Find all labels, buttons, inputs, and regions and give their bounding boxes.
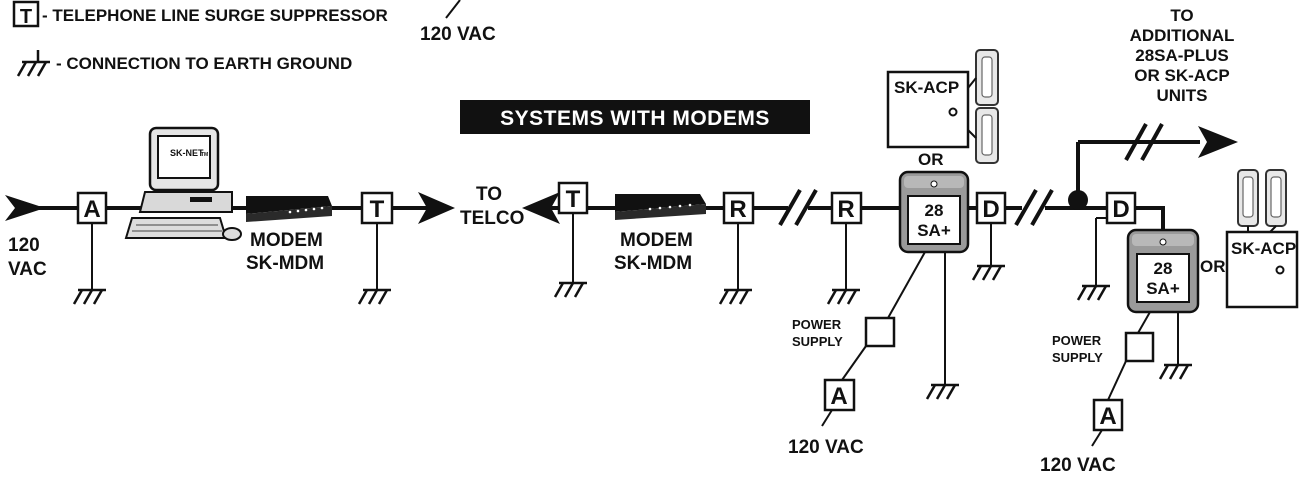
power-supply-2: POWER SUPPLY A 120 VAC [1040, 311, 1194, 476]
unit-28sa-2: 28 SA+ OR [1126, 228, 1226, 314]
suppressor-d-1: D [971, 191, 1007, 282]
sk-acp-top: SK-ACP OR [886, 49, 999, 169]
computer-screen-text: SK-NET [170, 148, 204, 158]
legend-suppressor-text: - TELEPHONE LINE SURGE SUPPRESSOR [42, 6, 388, 25]
power2-line1: POWER [1052, 333, 1102, 348]
left-ac-line2: VAC [8, 259, 47, 280]
svg-text:A: A [83, 196, 100, 223]
ac-label-2: 120 VAC [1040, 455, 1116, 476]
or-top: OR [918, 150, 944, 169]
ac-label-1: 120 VAC [788, 437, 864, 458]
unit-28sa-1: 28 SA+ [898, 170, 970, 254]
ground-icon [1158, 363, 1194, 381]
unit2-label-line2: SA+ [1146, 279, 1180, 298]
legend: T - TELEPHONE LINE SURGE SUPPRESSOR - CO… [12, 0, 496, 78]
sk-acp-right-label: SK-ACP [1231, 239, 1296, 258]
modem1-label-line2: SK-MDM [246, 253, 324, 274]
svg-text:UNITS: UNITS [1157, 86, 1208, 105]
ground-icon [1076, 284, 1112, 302]
suppressor-d-2: D [1076, 191, 1137, 302]
unit1-label-line1: 28 [925, 201, 944, 220]
legend-suppressor-box [12, 0, 40, 28]
left-ac-line1: 120 [8, 235, 40, 256]
svg-text:ADDITIONAL: ADDITIONAL [1130, 26, 1235, 45]
svg-text:D: D [1112, 196, 1129, 223]
telco-arrow-left-icon [522, 192, 560, 224]
svg-text:R: R [837, 196, 854, 223]
junction-dot [1068, 190, 1088, 210]
legend-suppressor-letter: T [20, 6, 32, 28]
ground-icon [925, 383, 961, 401]
power1-line2: SUPPLY [792, 334, 843, 349]
legend-ground-icon [16, 60, 52, 78]
unit1-label-line2: SA+ [917, 221, 951, 240]
ground-icon [826, 288, 862, 306]
telco-line1: TO [476, 184, 502, 205]
svg-text:TM: TM [201, 152, 208, 158]
legend-ground-text: - CONNECTION TO EARTH GROUND [56, 54, 352, 73]
modem2-label-line2: SK-MDM [614, 253, 692, 274]
suppressor-t-right: T [553, 181, 589, 299]
svg-text:T: T [566, 186, 581, 213]
svg-text:A: A [830, 383, 847, 410]
ground-icon [553, 281, 589, 299]
svg-text:28SA-PLUS: 28SA-PLUS [1135, 46, 1229, 65]
unit2-label-line1: 28 [1154, 259, 1173, 278]
legend-top-ac: 120 VAC [420, 24, 496, 45]
ground-icon [971, 264, 1007, 282]
sk-acp-top-label: SK-ACP [894, 78, 959, 97]
svg-text:R: R [729, 196, 746, 223]
modem-1: MODEM SK-MDM [246, 196, 332, 274]
additional-units-label: TO ADDITIONAL 28SA-PLUS OR SK-ACP UNITS [1130, 6, 1235, 105]
computer-sk-net: SK-NET TM [124, 126, 242, 241]
ground-icon [72, 288, 108, 306]
svg-text:A: A [1099, 403, 1116, 430]
sk-acp-right: SK-ACP [1225, 169, 1299, 309]
modem2-label-line1: MODEM [620, 230, 693, 251]
diagram-title: SYSTEMS WITH MODEMS [460, 100, 810, 134]
telco-line2: TELCO [460, 208, 524, 229]
suppressor-r-1: R [718, 191, 755, 306]
suppressor-r-2: R [826, 191, 863, 306]
additional-units-arrow-icon [1198, 126, 1238, 158]
power1-line1: POWER [792, 317, 842, 332]
power2-line2: SUPPLY [1052, 350, 1103, 365]
suppressor-a-left: A [72, 191, 108, 306]
svg-text:OR SK-ACP: OR SK-ACP [1134, 66, 1229, 85]
svg-text:D: D [982, 196, 999, 223]
telco-arrow-right-icon [418, 192, 455, 224]
or-right: OR [1200, 257, 1226, 276]
modem1-label-line1: MODEM [250, 230, 323, 251]
ground-icon [718, 288, 754, 306]
suppressor-t-left: T [357, 191, 394, 306]
svg-text:TO: TO [1170, 6, 1193, 25]
modem-2: MODEM SK-MDM [614, 194, 706, 274]
ground-icon [357, 288, 393, 306]
power-supply-1: POWER SUPPLY A 120 VAC [788, 251, 961, 458]
title-text: SYSTEMS WITH MODEMS [500, 107, 770, 130]
svg-text:T: T [370, 196, 385, 223]
